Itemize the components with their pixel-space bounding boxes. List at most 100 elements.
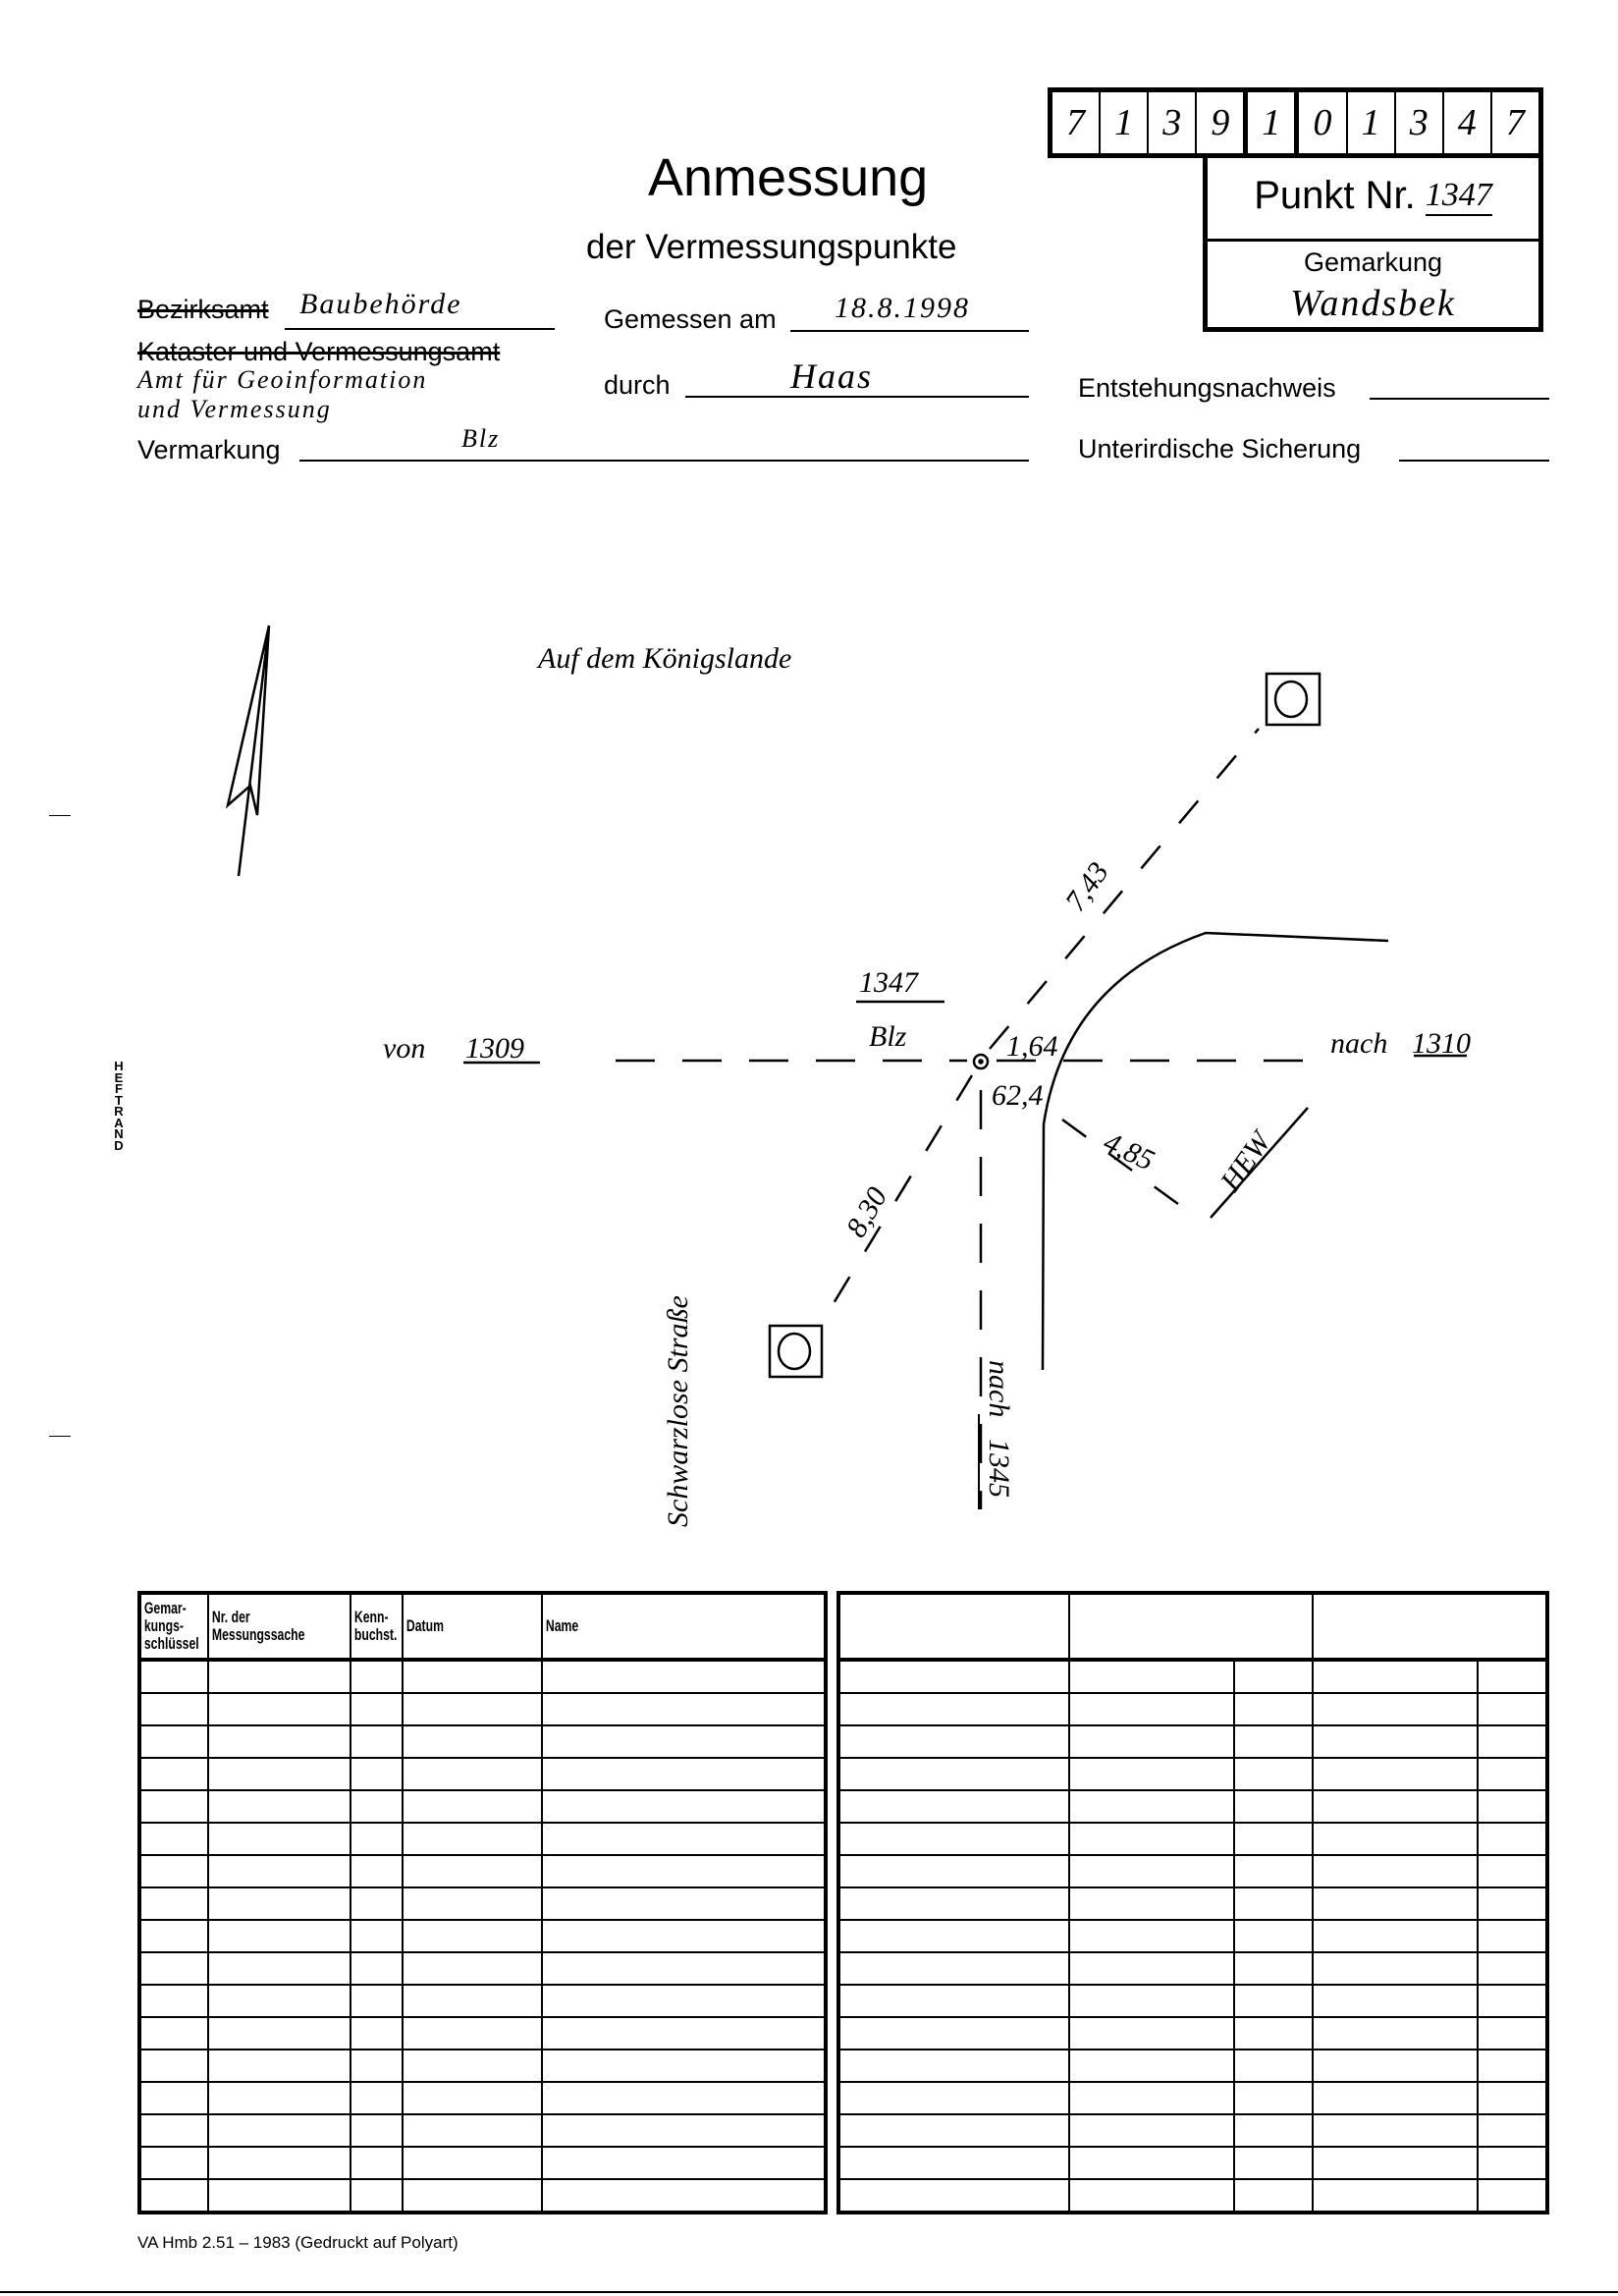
table-cell[interactable]: [1068, 1692, 1235, 1726]
table-cell[interactable]: [1068, 2081, 1235, 2115]
table-cell[interactable]: [1233, 1919, 1314, 1953]
table-cell[interactable]: [350, 1984, 404, 2018]
table-cell[interactable]: [1477, 1951, 1548, 1986]
table-cell[interactable]: [1477, 2146, 1548, 2180]
table-cell[interactable]: [1312, 2049, 1479, 2083]
table-cell[interactable]: [138, 1822, 209, 1856]
table-cell[interactable]: [207, 1984, 351, 2018]
table-cell[interactable]: [1068, 2049, 1235, 2083]
table-cell[interactable]: [1233, 1951, 1314, 1986]
table-cell[interactable]: [1312, 2113, 1479, 2148]
table-cell[interactable]: [1068, 1951, 1235, 1986]
table-cell[interactable]: [837, 1886, 1070, 1921]
table-cell[interactable]: [138, 1886, 209, 1921]
table-cell[interactable]: [138, 1951, 209, 1986]
table-cell[interactable]: [541, 1919, 827, 1953]
table-cell[interactable]: [1233, 1984, 1314, 2018]
table-cell[interactable]: [1477, 1659, 1548, 1694]
table-cell[interactable]: [541, 2146, 827, 2180]
table-cell[interactable]: [1068, 1659, 1235, 1694]
table-cell[interactable]: [207, 2178, 351, 2214]
table-cell[interactable]: [541, 2081, 827, 2115]
table-cell[interactable]: [541, 2016, 827, 2050]
table-cell[interactable]: [1477, 1886, 1548, 1921]
table-cell[interactable]: [837, 2016, 1070, 2050]
table-cell[interactable]: [1477, 1757, 1548, 1791]
table-cell[interactable]: [1068, 1789, 1235, 1824]
table-cell[interactable]: [541, 1822, 827, 1856]
table-cell[interactable]: [837, 2113, 1070, 2148]
table-cell[interactable]: [1312, 1919, 1479, 1953]
table-cell[interactable]: [402, 2178, 543, 2214]
table-cell[interactable]: [402, 1692, 543, 1726]
table-cell[interactable]: [541, 2178, 827, 2214]
table-cell[interactable]: [402, 2146, 543, 2180]
table-cell[interactable]: [837, 2049, 1070, 2083]
table-cell[interactable]: [350, 2049, 404, 2083]
table-cell[interactable]: [138, 1789, 209, 1824]
table-cell[interactable]: [1233, 2016, 1314, 2050]
table-cell[interactable]: [1068, 2178, 1235, 2214]
table-cell[interactable]: [1477, 1789, 1548, 1824]
table-cell[interactable]: [541, 1757, 827, 1791]
table-cell[interactable]: [837, 1984, 1070, 2018]
table-cell[interactable]: [1477, 1984, 1548, 2018]
table-cell[interactable]: [1233, 1757, 1314, 1791]
table-cell[interactable]: [207, 1659, 351, 1694]
table-cell[interactable]: [402, 1886, 543, 1921]
table-cell[interactable]: [1068, 1757, 1235, 1791]
table-cell[interactable]: [837, 1757, 1070, 1791]
table-cell[interactable]: [837, 1659, 1070, 1694]
table-cell[interactable]: [1312, 1724, 1479, 1759]
table-cell[interactable]: [350, 2016, 404, 2050]
table-cell[interactable]: [402, 1951, 543, 1986]
table-cell[interactable]: [138, 1724, 209, 1759]
table-cell[interactable]: [541, 1724, 827, 1759]
table-cell[interactable]: [1233, 1724, 1314, 1759]
table-cell[interactable]: [1477, 1724, 1548, 1759]
table-cell[interactable]: [541, 1692, 827, 1726]
table-cell[interactable]: [1233, 1822, 1314, 1856]
table-cell[interactable]: [207, 1822, 351, 1856]
table-cell[interactable]: [350, 1659, 404, 1694]
table-cell[interactable]: [1312, 1984, 1479, 2018]
table-cell[interactable]: [1068, 1822, 1235, 1856]
table-cell[interactable]: [1233, 2081, 1314, 2115]
table-cell[interactable]: [837, 2081, 1070, 2115]
table-cell[interactable]: [1477, 1822, 1548, 1856]
table-cell[interactable]: [350, 1724, 404, 1759]
table-cell[interactable]: [207, 2146, 351, 2180]
table-cell[interactable]: [1233, 1789, 1314, 1824]
table-cell[interactable]: [1068, 1854, 1235, 1888]
table-cell[interactable]: [402, 2113, 543, 2148]
table-cell[interactable]: [1233, 1692, 1314, 1726]
table-cell[interactable]: [350, 2081, 404, 2115]
table-cell[interactable]: [350, 2178, 404, 2214]
table-cell[interactable]: [541, 1789, 827, 1824]
table-cell[interactable]: [402, 1724, 543, 1759]
table-cell[interactable]: [350, 1919, 404, 1953]
table-cell[interactable]: [837, 1692, 1070, 1726]
table-cell[interactable]: [402, 1659, 543, 1694]
table-cell[interactable]: [1312, 1822, 1479, 1856]
table-cell[interactable]: [207, 1789, 351, 1824]
table-cell[interactable]: [541, 1854, 827, 1888]
table-cell[interactable]: [138, 1757, 209, 1791]
table-cell[interactable]: [1068, 2113, 1235, 2148]
table-cell[interactable]: [138, 1659, 209, 1694]
table-cell[interactable]: [837, 1919, 1070, 1953]
table-cell[interactable]: [138, 2178, 209, 2214]
table-cell[interactable]: [1312, 1757, 1479, 1791]
table-cell[interactable]: [1312, 2146, 1479, 2180]
table-cell[interactable]: [402, 2081, 543, 2115]
table-cell[interactable]: [541, 2049, 827, 2083]
table-cell[interactable]: [402, 1822, 543, 1856]
table-cell[interactable]: [1477, 1919, 1548, 1953]
table-cell[interactable]: [1233, 1659, 1314, 1694]
table-cell[interactable]: [207, 2081, 351, 2115]
table-cell[interactable]: [1312, 1789, 1479, 1824]
table-cell[interactable]: [1233, 1854, 1314, 1888]
table-cell[interactable]: [837, 1822, 1070, 1856]
table-cell[interactable]: [837, 2146, 1070, 2180]
table-cell[interactable]: [1312, 2016, 1479, 2050]
